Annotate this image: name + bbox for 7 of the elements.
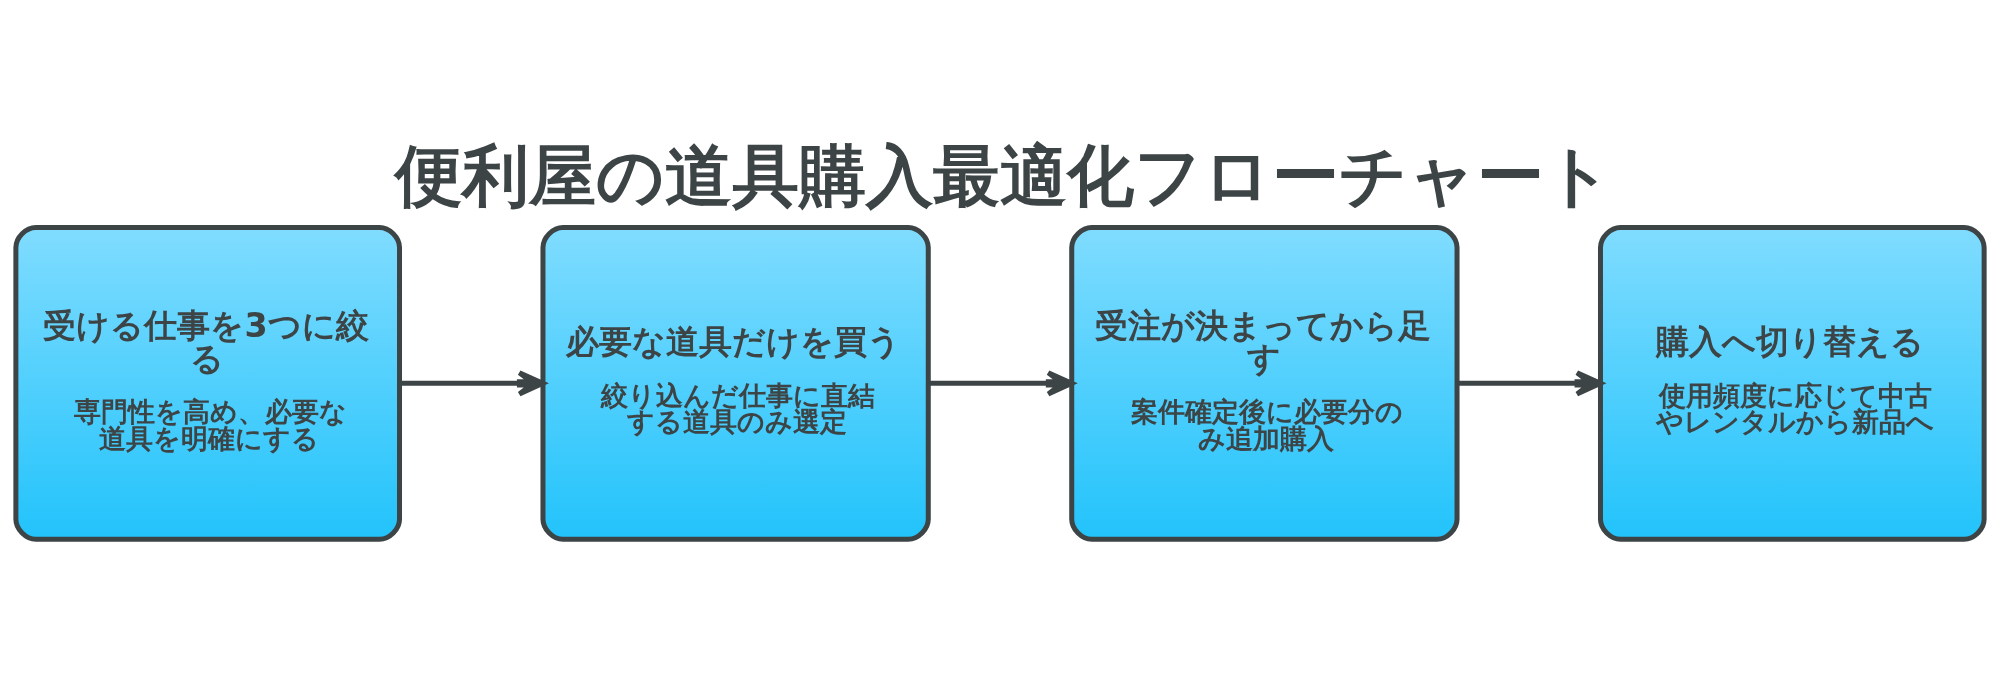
node-box: 受注が決まってから足す 案件確定後に必要分のみ追加購入 (1069, 224, 1460, 542)
arrow (400, 370, 546, 397)
node-box: 必要な道具だけを買う 絞り込んだ仕事に直結する道具のみ選定 (540, 224, 931, 542)
diagram-title: 便利屋の道具購入最適化フローチャート (395, 137, 1614, 216)
node-box: 受ける仕事を3つに絞る 専門性を高め、必要な道具を明確にする (13, 224, 402, 542)
arrow (928, 370, 1075, 397)
node-box: 購入へ切り替える 使用頻度に応じて中古やレンタルから新品へ (1598, 224, 1987, 542)
